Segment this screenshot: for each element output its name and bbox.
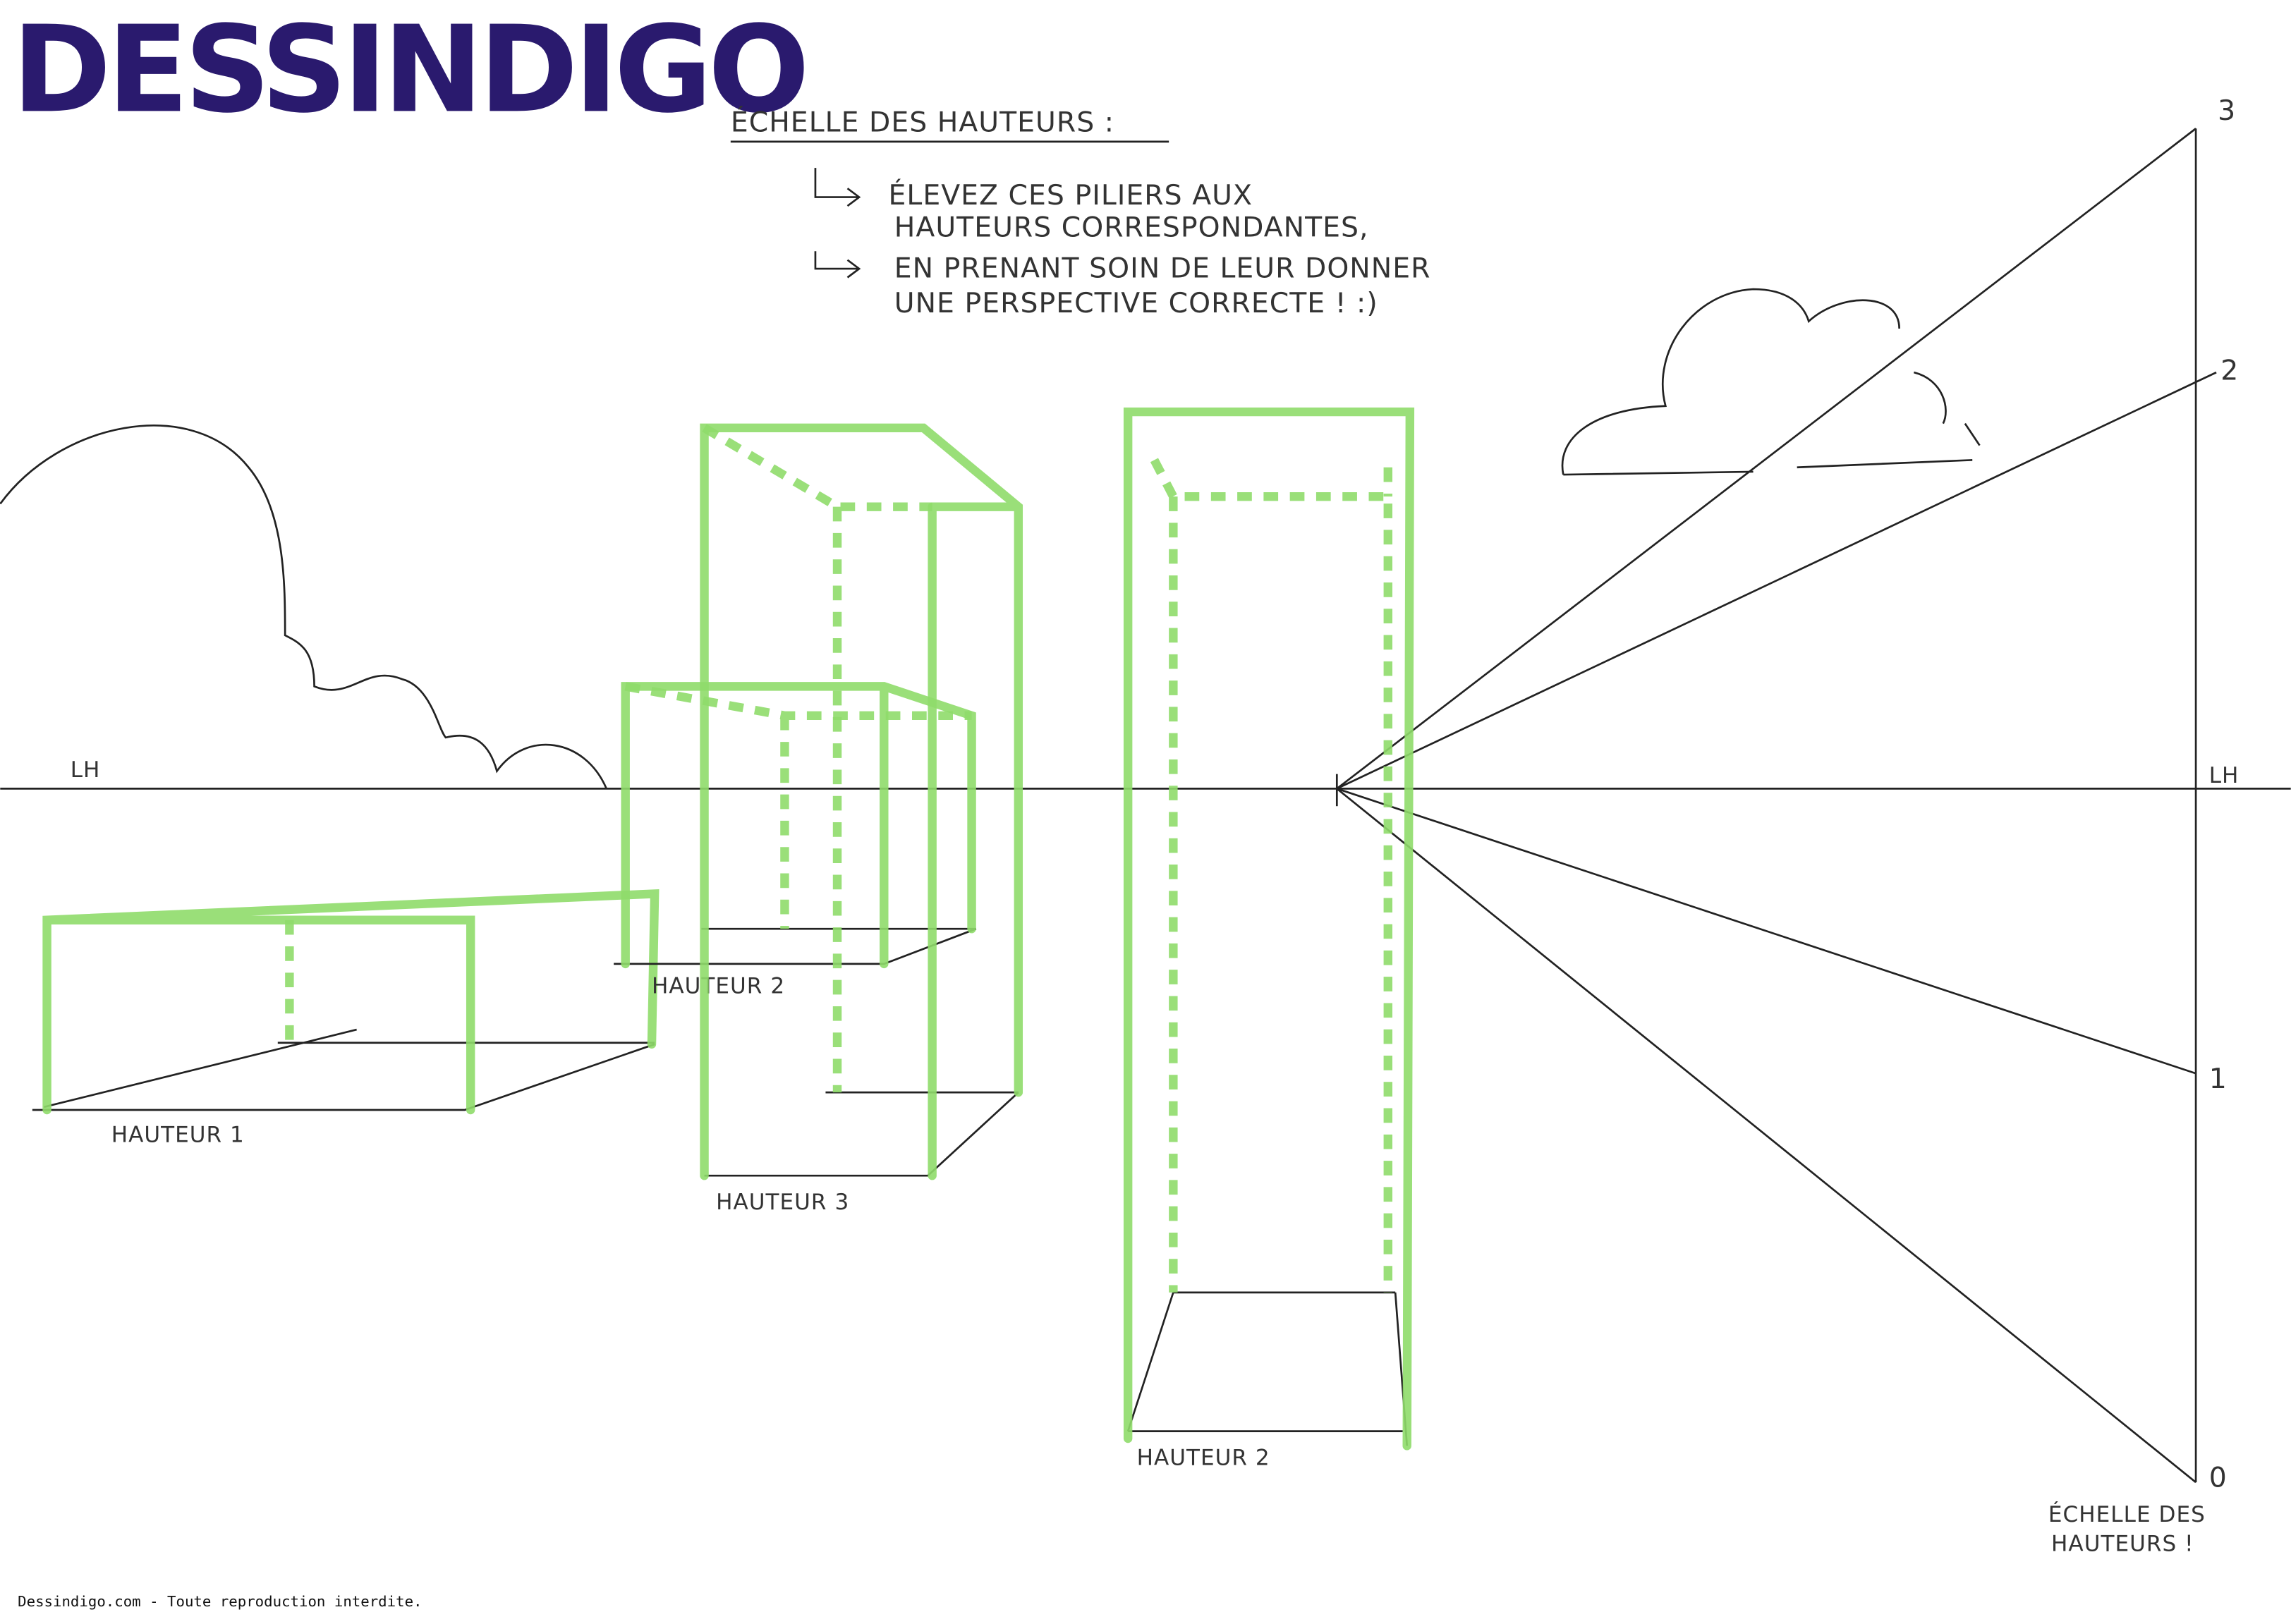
box-label: HAUTEUR 2 xyxy=(1137,1445,1270,1470)
instruction-line: EN PRENANT SOIN DE LEUR DONNER xyxy=(894,252,1431,284)
box-label: HAUTEUR 1 xyxy=(111,1123,245,1148)
horizon-label-left: LH xyxy=(71,757,101,783)
instruction-line: HAUTEURS CORRESPONDANTES, xyxy=(894,212,1369,244)
instructions-title: ÉCHELLE DES HAUTEURS : xyxy=(731,105,1114,138)
arrow-icon xyxy=(814,251,861,279)
instruction-line: UNE PERSPECTIVE CORRECTE ! :) xyxy=(894,287,1378,319)
scale-caption: ÉCHELLE DES xyxy=(2048,1501,2206,1527)
arrow-icon xyxy=(814,168,861,207)
horizon-label-right: LH xyxy=(2209,763,2240,788)
box-hauteur-3: HAUTEUR 3 xyxy=(700,423,1023,1215)
box-hauteur-2-small: HAUTEUR 2 xyxy=(614,682,977,999)
cloud-right xyxy=(1561,288,1981,476)
scale-tick-2: 2 xyxy=(2220,354,2239,386)
scale-tick-0: 0 xyxy=(2209,1461,2228,1494)
box-hauteur-1: HAUTEUR 1 xyxy=(32,889,660,1148)
dessindigo-logo: DESSINDIGO xyxy=(12,0,806,140)
box-label: HAUTEUR 2 xyxy=(652,973,785,999)
box-label: HAUTEUR 3 xyxy=(716,1190,849,1215)
instructions: ÉCHELLE DES HAUTEURS : ÉLEVEZ CES PILIER… xyxy=(731,105,1431,319)
box-hauteur-2-large: HAUTEUR 2 xyxy=(1123,407,1415,1470)
scale-tick-1: 1 xyxy=(2209,1063,2228,1095)
scale-tick-3: 3 xyxy=(2218,94,2236,127)
footer-copyright: Dessindigo.com - Toute reproduction inte… xyxy=(18,1593,422,1610)
scale-caption: HAUTEURS ! xyxy=(2051,1531,2194,1556)
cloud-left xyxy=(0,425,608,789)
instruction-line: ÉLEVEZ CES PILIERS AUX xyxy=(888,178,1252,212)
perspective-lines xyxy=(1335,128,2217,1484)
